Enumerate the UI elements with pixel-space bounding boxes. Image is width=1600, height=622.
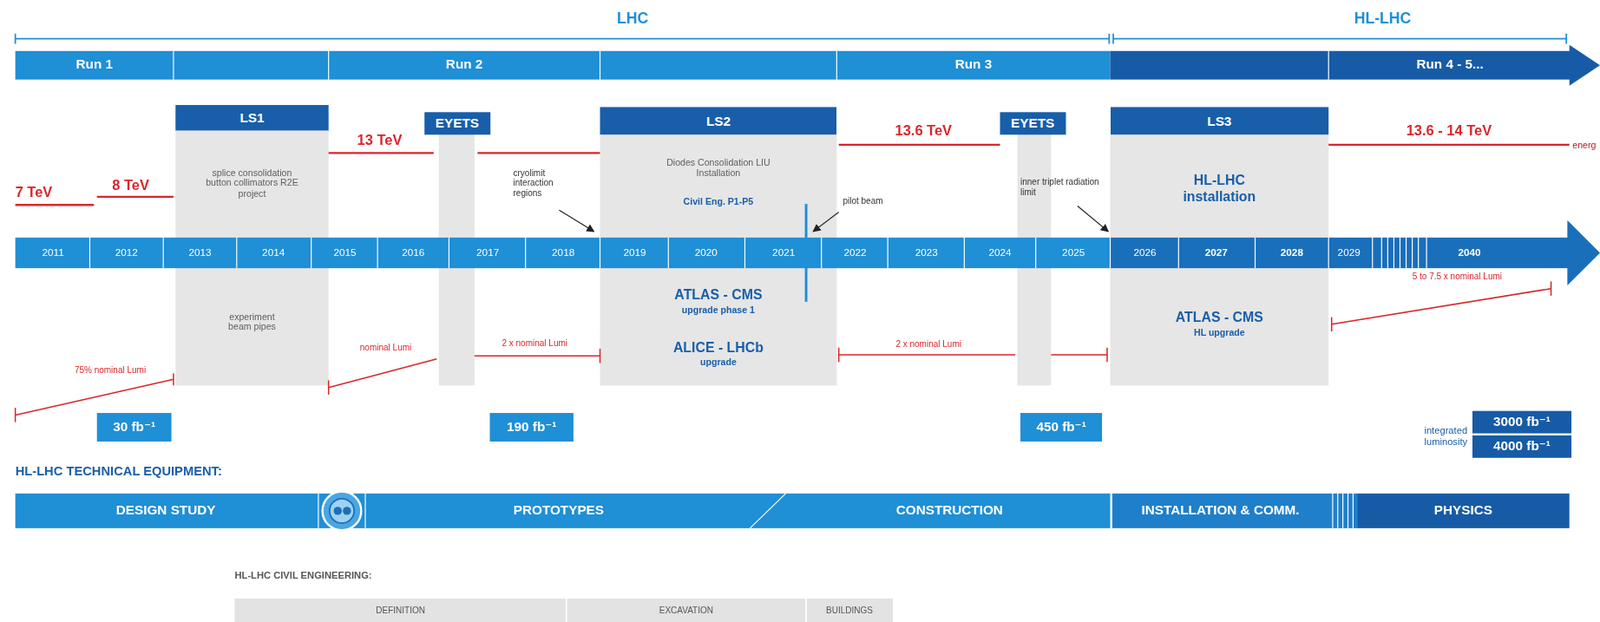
year-label: 2011 bbox=[42, 247, 65, 260]
year-label: 2026 bbox=[1133, 247, 1156, 260]
run-segment: Run 2 bbox=[328, 51, 601, 80]
run-segment-text: Run 4 - 5... bbox=[1416, 57, 1483, 73]
year-label: 2016 bbox=[401, 247, 425, 260]
civil-segment: EXCAVATION bbox=[566, 598, 807, 622]
eyets-box: EYETS bbox=[999, 111, 1065, 135]
year-label: 2012 bbox=[115, 247, 138, 260]
work-note: experiment beam pipes bbox=[220, 311, 284, 333]
period-label: HL-LHC bbox=[1354, 9, 1412, 27]
luminosity-box: 3000 fb⁻¹ bbox=[1472, 411, 1572, 434]
experiment-upgrade-note: upgrade bbox=[700, 356, 737, 368]
shutdown-box: LS3HL-LHC installationATLAS - CMS HL upgr… bbox=[1110, 106, 1330, 386]
year-label: 2017 bbox=[476, 247, 499, 260]
work-note: Diodes Consolidation LIU Installation bbox=[664, 157, 772, 179]
luminosity-box: 450 fb⁻¹ bbox=[1020, 413, 1102, 442]
experiment-upgrade: ATLAS - CMS bbox=[1175, 308, 1264, 325]
shutdown-box: LS1 splice consolidation button collimato… bbox=[175, 104, 328, 386]
civil-segment: BUILDINGS bbox=[806, 598, 893, 622]
energy-label: 13.6 - 14 TeV bbox=[1406, 122, 1493, 139]
year-label: 2040 bbox=[1457, 247, 1481, 260]
luminosity-box-text: 190 fb⁻¹ bbox=[506, 419, 557, 436]
year-label: 2014 bbox=[262, 247, 285, 260]
civil-segment-text: DEFINITION bbox=[375, 605, 426, 616]
civil-segment-text: EXCAVATION bbox=[659, 605, 714, 616]
note-label: pilot beam bbox=[842, 196, 883, 207]
phase-segment-text: DESIGN STUDY bbox=[116, 503, 217, 519]
lumi-label: 75% nominal Lumi bbox=[74, 366, 146, 376]
year-label: 2013 bbox=[188, 247, 211, 260]
run-segment: Run 3 bbox=[836, 51, 1110, 80]
lumi-label: nominal Lumi bbox=[360, 343, 412, 354]
experiment-upgrade: ALICE - LHCb bbox=[673, 340, 764, 356]
lumi-label: 2 x nominal Lumi bbox=[895, 340, 962, 350]
run-segment-text: Run 3 bbox=[955, 57, 992, 73]
year-label: 2024 bbox=[988, 247, 1011, 260]
phase-segment-text: PROTOTYPES bbox=[513, 503, 604, 519]
phase-segment: CONSTRUCTION bbox=[790, 493, 1109, 529]
year-label: 2028 bbox=[1280, 247, 1304, 260]
phase-segment-text: INSTALLATION & COMM. bbox=[1141, 503, 1300, 519]
shutdown-box: LS2Diodes Consolidation LIU Installation… bbox=[599, 106, 837, 386]
note-label: cryolimit interaction regions bbox=[513, 168, 576, 198]
shutdown-header: LS3 bbox=[1110, 106, 1330, 135]
civil-segment-text: BUILDINGS bbox=[826, 605, 873, 616]
run-segment-text: Run 2 bbox=[445, 57, 483, 73]
axis-label: energ bbox=[1572, 140, 1596, 151]
shutdown-header: LS2 bbox=[599, 106, 837, 135]
experiment-upgrade-note: HL upgrade bbox=[1193, 327, 1246, 338]
luminosity-caption: integrated luminosity bbox=[1396, 425, 1468, 448]
luminosity-box: 190 fb⁻¹ bbox=[489, 413, 573, 442]
year-label: 2027 bbox=[1205, 247, 1228, 260]
year-label: 2021 bbox=[772, 247, 795, 260]
phase-segment: DESIGN STUDY bbox=[15, 493, 317, 529]
run-segment: Run 4 - 5... bbox=[1328, 51, 1572, 80]
section-title: HL-LHC CIVIL ENGINEERING: bbox=[234, 570, 372, 583]
phase-segment: INSTALLATION & COMM. bbox=[1112, 493, 1329, 529]
energy-label: 13 TeV bbox=[357, 131, 403, 149]
year-label: 2020 bbox=[695, 247, 718, 260]
luminosity-box-text: 3000 fb⁻¹ bbox=[1493, 414, 1551, 431]
year-label: 2018 bbox=[551, 247, 575, 260]
work-note: splice consolidation button collimators … bbox=[201, 167, 304, 199]
energy-label: 13.6 TeV bbox=[894, 122, 952, 139]
phase-segment: PHYSICS bbox=[1357, 493, 1570, 529]
year-label: 2025 bbox=[1062, 247, 1085, 260]
luminosity-box-text: 4000 fb⁻¹ bbox=[1493, 439, 1551, 455]
phase-segment-text: CONSTRUCTION bbox=[896, 503, 1004, 519]
shutdown-header: LS1 bbox=[175, 104, 328, 131]
work-note: Civil Eng. P1-P5 bbox=[683, 196, 755, 208]
luminosity-box: 30 fb⁻¹ bbox=[97, 413, 172, 442]
lumi-label: 2 x nominal Lumi bbox=[501, 338, 568, 348]
energy-label: 8 TeV bbox=[111, 176, 150, 193]
eyets-box: EYETS bbox=[424, 111, 490, 135]
phase-segment-text: PHYSICS bbox=[1434, 503, 1493, 519]
run-segment-text: Run 1 bbox=[76, 57, 113, 73]
run-segment: Run 1 bbox=[15, 51, 174, 80]
year-label: 2019 bbox=[622, 247, 646, 260]
eyets-header: EYETS bbox=[999, 111, 1065, 135]
year-label: 2023 bbox=[915, 247, 938, 260]
section-title: HL-LHC TECHNICAL EQUIPMENT: bbox=[15, 464, 223, 479]
luminosity-box: 4000 fb⁻¹ bbox=[1472, 435, 1572, 459]
experiment-upgrade: ATLAS - CMS bbox=[674, 287, 762, 303]
luminosity-box-text: 450 fb⁻¹ bbox=[1036, 419, 1086, 436]
period-label: LHC bbox=[616, 9, 649, 27]
energy-label: 7 TeV bbox=[15, 183, 53, 201]
civil-segment: DEFINITION bbox=[234, 598, 566, 622]
eyets-header: EYETS bbox=[424, 111, 490, 135]
note-label: inner triplet radiation limit bbox=[1020, 177, 1102, 198]
lumi-label: 5 to 7.5 x nominal Lumi bbox=[1412, 272, 1502, 282]
work-note: HL-LHC installation bbox=[1172, 172, 1266, 204]
year-label: 2029 bbox=[1337, 247, 1361, 260]
phase-segment: PROTOTYPES bbox=[367, 493, 750, 529]
experiment-upgrade-note: upgrade phase 1 bbox=[681, 304, 755, 315]
year-label: 2022 bbox=[843, 247, 866, 260]
luminosity-box-text: 30 fb⁻¹ bbox=[112, 419, 156, 436]
year-label: 2015 bbox=[333, 247, 356, 260]
